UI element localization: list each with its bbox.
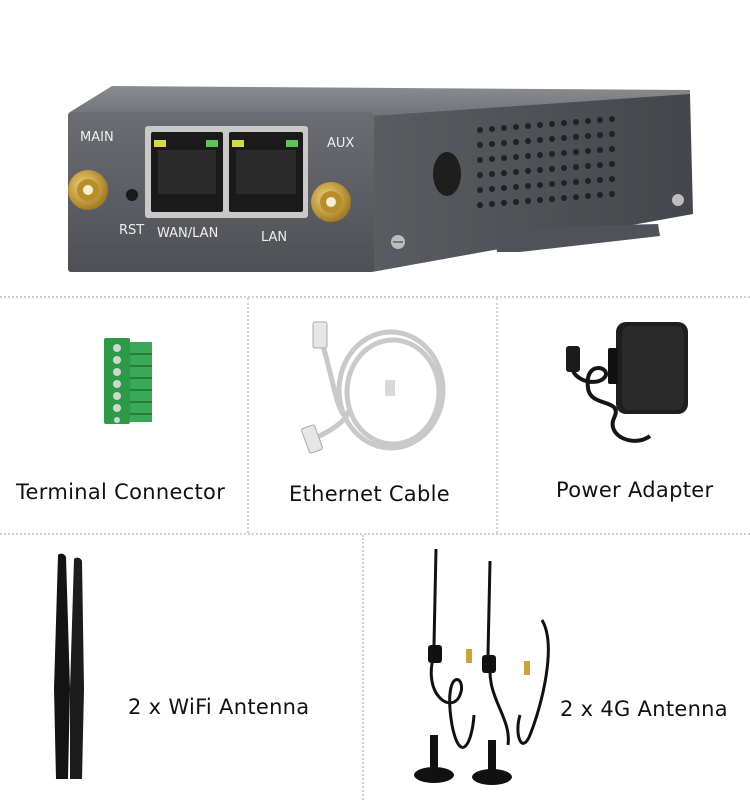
- terminal-connector-icon: [104, 338, 152, 424]
- sma-connector-aux: [311, 182, 351, 222]
- terminal-connector-caption: Terminal Connector: [16, 480, 226, 504]
- router-illustration: [68, 86, 693, 272]
- wifi-antenna-icon: [54, 553, 84, 779]
- divider-v-3: [362, 535, 364, 800]
- main-port-label: MAIN: [80, 130, 114, 145]
- ethernet-cable-caption: Ethernet Cable: [289, 482, 450, 506]
- 4g-antenna-caption: 2 x 4G Antenna: [560, 697, 728, 721]
- 4g-antenna-icon: [414, 548, 550, 785]
- divider-v-1: [247, 298, 249, 533]
- power-adapter-caption: Power Adapter: [556, 478, 714, 502]
- ethernet-cable-icon: [301, 321, 446, 454]
- power-adapter-icon: [566, 322, 688, 443]
- aux-port-label: AUX: [327, 136, 355, 151]
- sma-connector-main: [68, 170, 108, 210]
- terminal-connector-item: Terminal Connector: [0, 298, 247, 533]
- wan-lan-label: WAN/LAN: [157, 226, 219, 241]
- power-adapter-item: Power Adapter: [498, 298, 750, 533]
- router-image: MAIN AUX RST WAN/LAN LAN: [0, 0, 750, 290]
- 4g-antenna-item: 2 x 4G Antenna: [364, 535, 750, 800]
- rst-label: RST: [119, 223, 145, 238]
- reset-button: [126, 189, 138, 201]
- vent-grid: [477, 116, 615, 208]
- divider-middle: [0, 533, 750, 535]
- wifi-antenna-caption: 2 x WiFi Antenna: [128, 695, 310, 719]
- lan-label: LAN: [261, 230, 288, 245]
- ethernet-cable-item: Ethernet Cable: [249, 298, 496, 533]
- wifi-antenna-item: 2 x WiFi Antenna: [0, 535, 362, 800]
- divider-top: [0, 296, 750, 298]
- divider-v-2: [496, 298, 498, 533]
